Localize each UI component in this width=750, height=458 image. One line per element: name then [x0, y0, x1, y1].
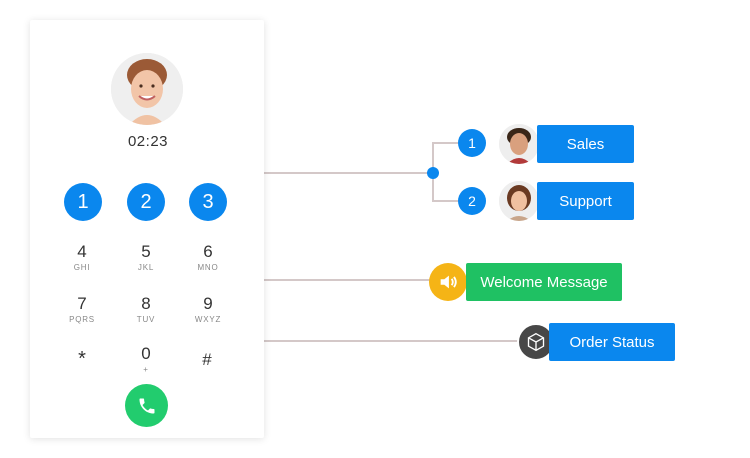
key-number: 0: [141, 344, 151, 363]
support-number-badge: 2: [458, 187, 486, 215]
sales-option[interactable]: Sales: [537, 125, 634, 163]
menu-option-2[interactable]: 2: [127, 183, 165, 221]
key-4[interactable]: 4 GHI: [62, 242, 102, 273]
order-status-label: Order Status: [569, 333, 655, 351]
key-5[interactable]: 5 JKL: [126, 242, 166, 273]
key-number: *: [78, 348, 86, 370]
key-number: 7: [77, 294, 87, 313]
menu-option-3[interactable]: 3: [189, 183, 227, 221]
menu-option-1[interactable]: 1: [64, 183, 102, 221]
key-number: 6: [203, 242, 213, 261]
caller-avatar: [111, 53, 183, 125]
key-hash[interactable]: #: [187, 351, 227, 371]
key-number: 5: [141, 242, 151, 261]
key-7[interactable]: 7 PQRS: [62, 294, 102, 325]
key-number: 8: [141, 294, 151, 313]
key-letters: +: [143, 365, 149, 374]
call-timer: 02:23: [127, 133, 169, 150]
key-letters: JKL: [137, 263, 155, 272]
key-letters: TUV: [136, 315, 156, 324]
key-6[interactable]: 6 MNO: [188, 242, 228, 273]
key-number: #: [202, 350, 212, 369]
package-badge: [517, 323, 555, 361]
key-letters: GHI: [73, 263, 91, 272]
key-star[interactable]: *: [62, 348, 102, 370]
speaker-icon: [440, 275, 457, 289]
key-letters: WXYZ: [194, 315, 222, 324]
package-icon: [527, 332, 545, 352]
speaker-badge: [429, 263, 467, 301]
support-agent-avatar: [499, 181, 539, 221]
key-9[interactable]: 9 WXYZ: [188, 294, 228, 325]
key-8[interactable]: 8 TUV: [126, 294, 166, 325]
call-button[interactable]: [125, 384, 168, 427]
key-number: 9: [203, 294, 213, 313]
key-number: 4: [77, 242, 87, 261]
support-label: Support: [559, 192, 612, 210]
phone-icon: [139, 398, 154, 413]
support-option[interactable]: Support: [537, 182, 634, 220]
order-status-option[interactable]: Order Status: [549, 323, 675, 361]
key-letters: PQRS: [69, 315, 95, 324]
sales-label: Sales: [566, 135, 605, 153]
sales-agent-avatar: [499, 124, 539, 164]
welcome-message-label: Welcome Message: [480, 273, 608, 291]
key-0[interactable]: 0 +: [126, 344, 166, 375]
key-letters: MNO: [197, 263, 219, 272]
sales-number-badge: 1: [458, 129, 486, 157]
junction-dot: [427, 167, 439, 179]
welcome-message-option[interactable]: Welcome Message: [466, 263, 622, 301]
